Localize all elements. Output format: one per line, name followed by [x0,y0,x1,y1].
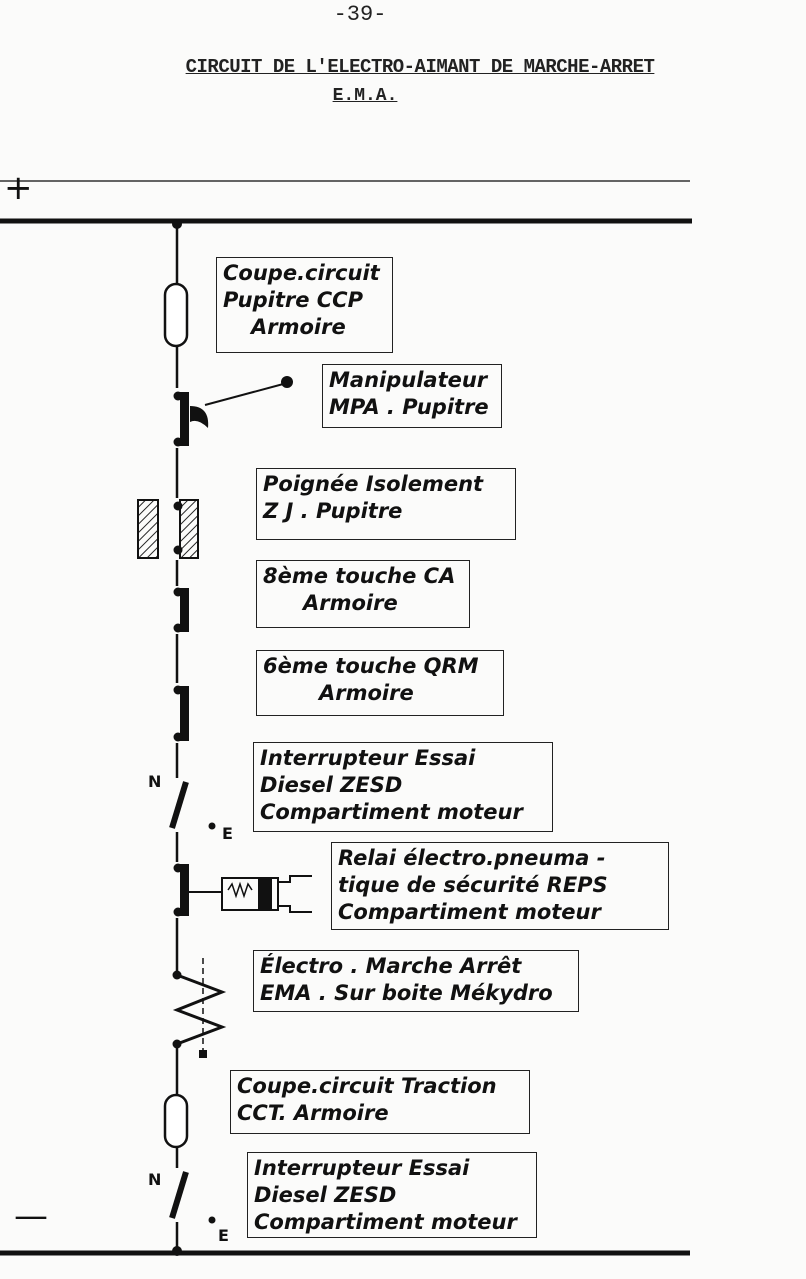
switch-label-n: N [148,772,162,791]
isolation-handle-symbol [137,498,199,560]
contact-8-symbol [173,586,189,634]
diagram-title: CIRCUIT DE L'ELECTRO-AIMANT DE MARCHE-AR… [185,56,655,78]
diagram-subtitle: E.M.A. [332,86,398,106]
reps-relay-symbol [173,862,312,918]
label-relai-reps: Relai électro.pneuma -tique de sécurité … [331,842,669,930]
switch-label-e: E [222,824,233,843]
fuse-cct-symbol [163,1093,189,1149]
manipulator-contact-symbol [173,376,293,448]
switch-label-n: N [148,1170,162,1189]
switch-zesd-1-symbol [169,778,216,832]
page-number: -39- [333,2,387,27]
fuse-ccp-symbol [163,282,189,348]
switch-zesd-2-symbol [169,1168,216,1224]
ema-coil-symbol [172,958,227,1058]
contact-6-symbol [173,683,189,743]
minus-sign: — [14,1196,48,1236]
switch-label-e: E [218,1226,229,1245]
plus-sign: + [4,168,33,208]
